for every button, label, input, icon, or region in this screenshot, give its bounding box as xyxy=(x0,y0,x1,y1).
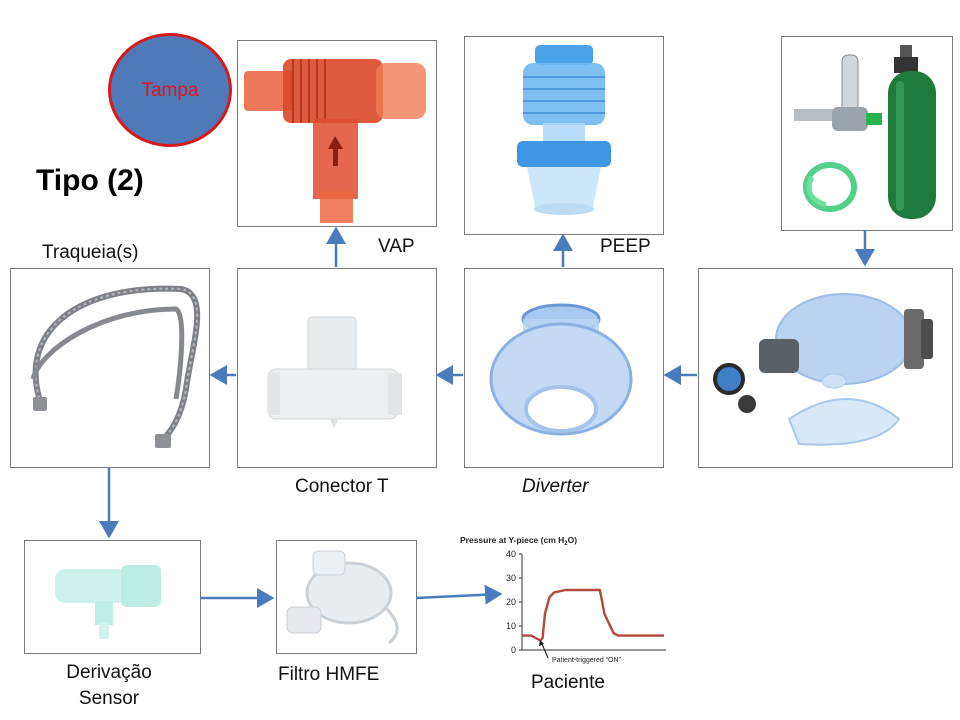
ambu-box xyxy=(698,268,953,468)
traqueia-box xyxy=(10,268,210,468)
tampa-label: Tampa xyxy=(141,80,199,101)
diverter-box xyxy=(464,268,664,468)
paciente-label: Paciente xyxy=(531,672,605,693)
peep-box xyxy=(464,36,664,235)
derivacao-label: Derivação Sensor xyxy=(44,660,174,712)
annotation-arrowhead xyxy=(539,640,544,646)
derivation-sensor-icon xyxy=(55,565,161,639)
vap-box xyxy=(237,40,437,227)
diverter-icon xyxy=(489,303,633,436)
chart-annotation: Patient-triggered “ON” xyxy=(552,657,622,664)
peep-valve-icon xyxy=(517,45,611,215)
y-tick-label: 30 xyxy=(506,573,516,583)
oxygen-box xyxy=(781,36,953,231)
chart-title: Pressure at Y-piece (cm H2O) xyxy=(460,535,577,547)
t-connector-icon xyxy=(267,316,402,429)
y-tick-label: 20 xyxy=(506,597,516,607)
diagram-title: Tipo (2) xyxy=(36,164,144,197)
annotation-arrow xyxy=(541,643,549,659)
peep-label: PEEP xyxy=(600,236,651,257)
breathing-tube-icon xyxy=(30,285,201,448)
derivacao-label-line2: Sensor xyxy=(78,688,140,709)
chart-title-end: O) xyxy=(568,535,578,545)
y-tick-label: 0 xyxy=(511,645,516,655)
resuscitator-bag-icon xyxy=(713,293,933,446)
traqueia-label: Traqueia(s) xyxy=(42,242,139,263)
filtro-label: Filtro HMFE xyxy=(278,664,380,685)
derivacao-label-line1: Derivação xyxy=(66,662,152,683)
diverter-label: Diverter xyxy=(522,476,589,497)
oxygen-cylinder-icon xyxy=(794,45,936,219)
derivacao-box xyxy=(24,540,201,654)
pressure-chart: Pressure at Y-piece (cm H2O) 40 30 20 10 0 P… xyxy=(460,535,666,664)
conector-box xyxy=(237,268,437,468)
filtro-box xyxy=(276,540,417,654)
tampa-cap: Tampa xyxy=(108,33,232,147)
conector-label: Conector T xyxy=(295,476,389,497)
chart-title-sub: 2 xyxy=(564,541,568,547)
pressure-curve xyxy=(522,588,664,642)
y-tick-label: 40 xyxy=(506,549,516,559)
y-tick-label: 10 xyxy=(506,621,516,631)
chart-title-main: Pressure at Y-piece (cm H xyxy=(460,535,564,545)
hmef-filter-icon xyxy=(286,550,399,645)
vap-valve-icon xyxy=(244,59,426,223)
vap-label: VAP xyxy=(378,236,415,257)
